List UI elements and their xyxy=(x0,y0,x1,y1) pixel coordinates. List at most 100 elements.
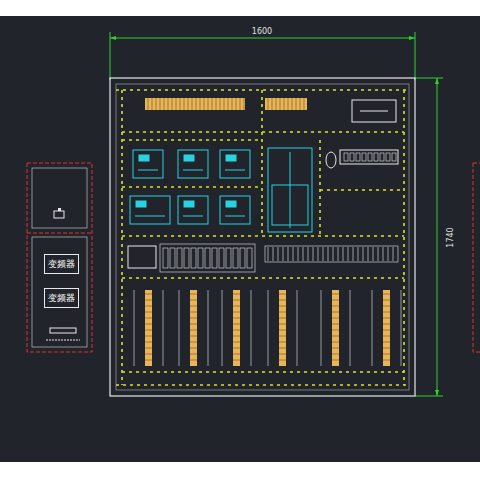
cabinet-detail xyxy=(208,98,209,110)
cabinet-detail xyxy=(220,98,221,110)
cabinet-detail xyxy=(272,98,273,110)
cabinet-detail xyxy=(383,294,390,295)
cabinet-detail xyxy=(268,247,269,261)
cabinet-detail xyxy=(368,247,369,261)
cabinet-detail xyxy=(296,98,297,110)
cabinet-detail xyxy=(388,247,389,261)
cabinet-detail xyxy=(363,247,364,261)
cabinet-detail xyxy=(308,247,309,261)
node-text: 变频器 xyxy=(48,258,75,271)
cabinet-detail xyxy=(145,294,152,295)
cabinet-detail xyxy=(233,294,240,295)
cabinet-detail xyxy=(350,153,354,161)
cabinet-detail xyxy=(344,153,348,161)
cabinet-detail xyxy=(279,318,286,319)
cabinet-detail xyxy=(145,318,152,319)
cabinet-detail xyxy=(383,354,390,355)
cabinet-detail xyxy=(228,98,229,110)
cabinet-detail xyxy=(328,247,329,261)
cabinet-detail xyxy=(332,318,339,319)
cabinet-detail xyxy=(279,342,286,343)
cabinet-detail xyxy=(130,196,170,224)
cabinet-detail xyxy=(225,170,245,171)
cabinet-detail xyxy=(184,155,194,161)
cabinet-detail xyxy=(198,248,203,268)
cabinet-detail xyxy=(183,216,203,217)
cabinet-detail xyxy=(145,330,152,331)
cabinet-detail xyxy=(383,318,390,319)
cabinet-detail xyxy=(233,312,240,313)
cabinet-detail xyxy=(190,294,197,295)
cabinet-detail xyxy=(332,294,339,295)
cabinet-detail xyxy=(219,248,224,268)
cabinet-detail xyxy=(280,98,281,110)
cabinet-detail xyxy=(170,248,175,268)
cabinet-detail xyxy=(191,248,196,268)
cabinet-detail xyxy=(205,248,210,268)
cabinet-detail xyxy=(374,153,378,161)
cabinet-detail xyxy=(145,312,152,313)
cabinet-detail xyxy=(383,360,390,361)
cabinet-detail xyxy=(393,247,394,261)
cabinet-detail xyxy=(383,348,390,349)
cabinet-detail xyxy=(348,247,349,261)
cabinet-detail xyxy=(233,354,240,355)
cabinet-detail xyxy=(222,290,223,366)
cabinet-detail xyxy=(177,248,182,268)
cabinet-detail xyxy=(279,294,286,295)
cabinet-detail xyxy=(224,98,225,110)
cabinet-detail xyxy=(356,153,360,161)
cabinet-detail xyxy=(168,98,169,110)
cabinet-detail xyxy=(240,248,245,268)
cabinet-detail xyxy=(372,290,373,366)
cabinet-detail xyxy=(293,247,294,261)
cabinet-detail xyxy=(212,98,213,110)
cabinet-detail xyxy=(338,247,339,261)
cabinet-detail xyxy=(226,201,236,207)
vfd-box: 变频器 xyxy=(44,288,79,308)
cabinet-detail xyxy=(279,290,286,366)
cabinet-detail xyxy=(292,98,293,110)
cabinet-detail xyxy=(350,290,351,366)
cabinet-detail xyxy=(313,247,314,261)
cabinet-detail xyxy=(190,300,197,301)
cabinet-detail xyxy=(233,330,240,331)
cabinet-detail xyxy=(134,290,135,366)
cabinet-detail xyxy=(386,153,390,161)
cabinet-detail xyxy=(321,290,322,366)
cabinet-detail xyxy=(332,312,339,313)
cabinet-detail xyxy=(383,324,390,325)
cabinet-detail xyxy=(178,150,208,178)
cabinet-detail xyxy=(279,330,286,331)
cabinet-detail xyxy=(278,247,279,261)
cabinet-detail xyxy=(383,300,390,301)
cabinet-detail xyxy=(332,360,339,361)
cabinet-detail xyxy=(233,300,240,301)
cabinet-detail xyxy=(401,290,402,366)
cabinet-detail xyxy=(176,98,177,110)
cabinet-detail xyxy=(333,247,334,261)
cabinet-detail xyxy=(276,98,277,110)
cabinet-detail xyxy=(332,342,339,343)
cabinet-detail xyxy=(383,306,390,307)
cabinet-detail xyxy=(332,290,339,366)
cabinet-detail xyxy=(300,98,301,110)
cabinet-detail xyxy=(373,247,374,261)
cabinet-detail xyxy=(273,247,274,261)
cabinet-detail xyxy=(145,348,152,349)
cabinet-detail xyxy=(233,342,240,343)
cabinet-detail xyxy=(358,247,359,261)
cabinet-detail xyxy=(268,290,269,366)
cabinet-detail xyxy=(332,300,339,301)
cabinet-detail xyxy=(163,290,164,366)
cabinet-detail xyxy=(332,324,339,325)
cabinet-detail xyxy=(247,248,252,268)
cabinet-detail xyxy=(133,150,163,178)
cabinet-detail xyxy=(226,248,231,268)
cabinet-detail xyxy=(304,98,305,110)
cabinet-detail xyxy=(190,336,197,337)
cabinet-detail xyxy=(164,98,165,110)
cabinet-detail xyxy=(323,247,324,261)
cabinet-detail xyxy=(240,98,241,110)
